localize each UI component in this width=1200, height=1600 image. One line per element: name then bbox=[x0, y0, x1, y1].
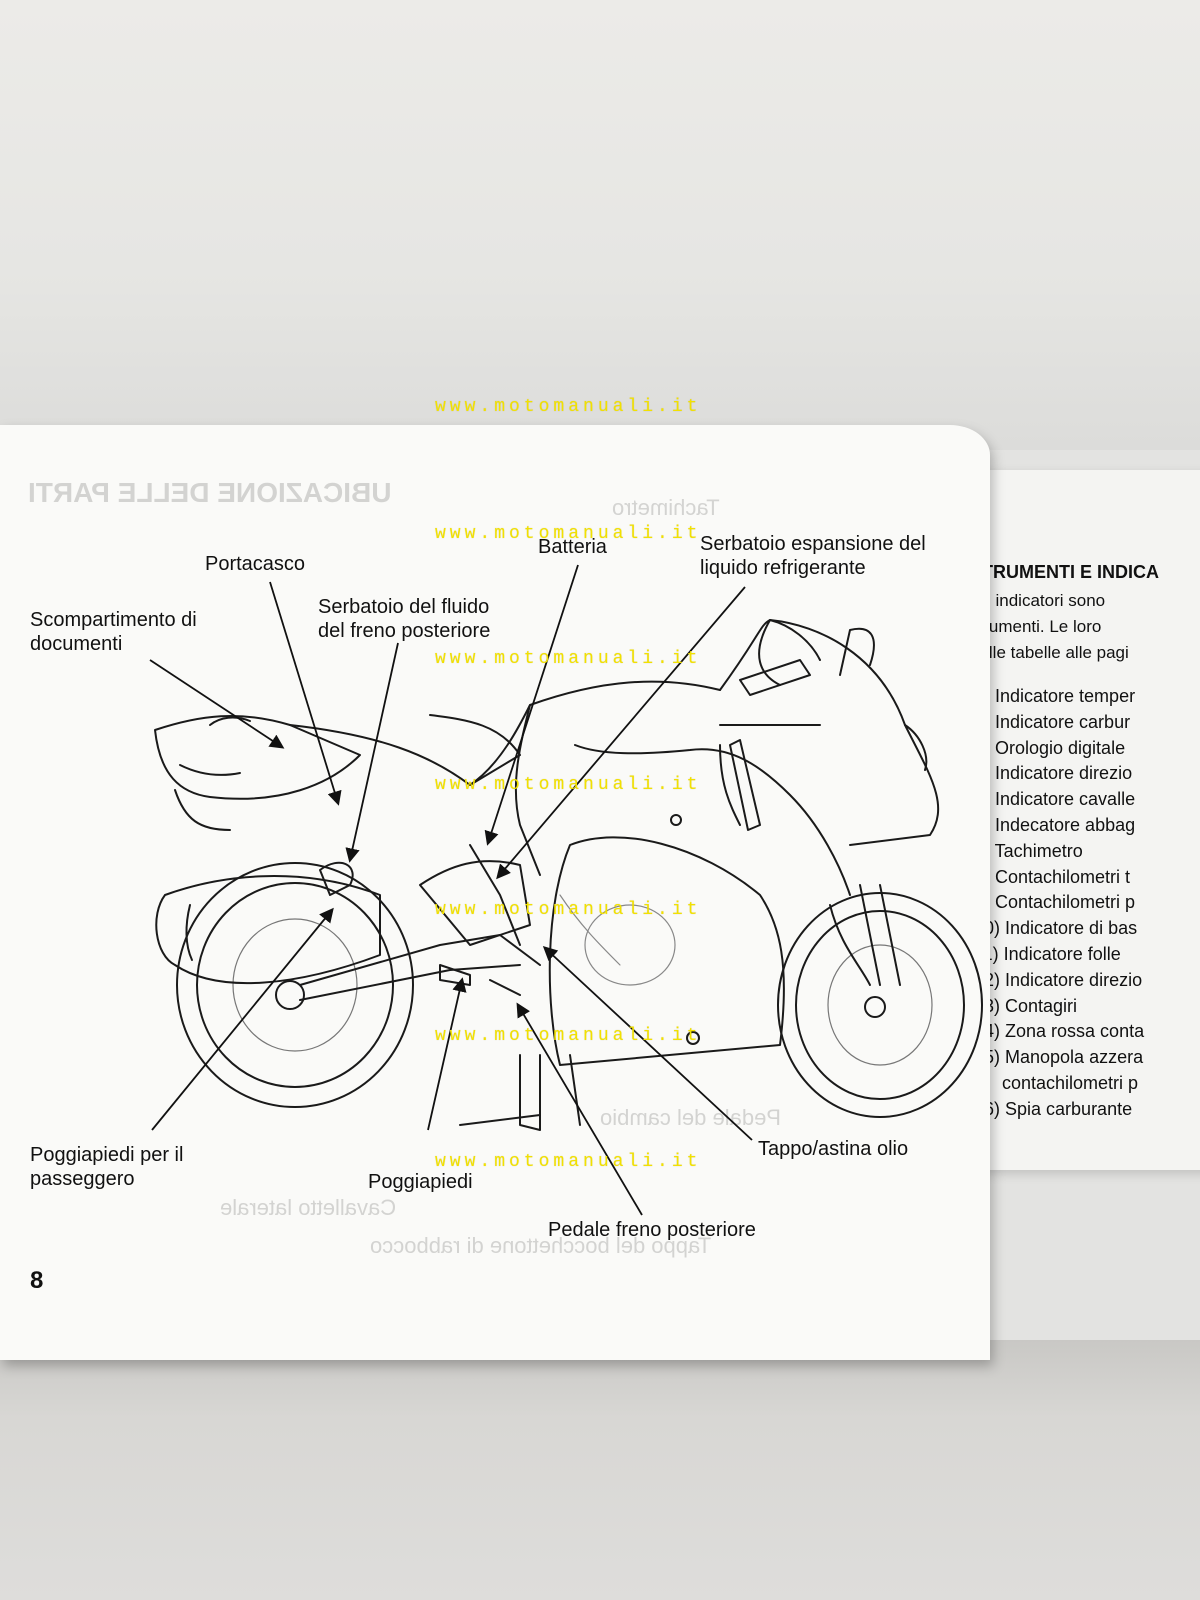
leader-serbatoio-espansione bbox=[496, 586, 746, 880]
paragraph-line: strumenti. Le loro bbox=[970, 617, 1102, 636]
watermark: www.motomanuali.it bbox=[435, 397, 702, 417]
label-poggiapiedi: Poggiapiedi bbox=[368, 1171, 473, 1193]
list-item: (12) Indicatore direzio bbox=[968, 969, 1143, 990]
manual-page: UBICAZIONE DELLE PARTI Tachimetro Pedale… bbox=[0, 425, 990, 1360]
list-item: (4) Indicatore direzio bbox=[968, 763, 1133, 784]
leader-batteria bbox=[484, 564, 579, 846]
label-serbatoio-freno: Serbatoio del fluido del freno posterior… bbox=[318, 596, 491, 642]
fuel-tank bbox=[469, 680, 721, 786]
leader-tappo-astina bbox=[542, 946, 753, 1141]
label-portacasco: Portacasco bbox=[205, 553, 306, 575]
page-number: 8 bbox=[30, 1267, 44, 1294]
right-page-title: STRUMENTI E INDICA bbox=[970, 562, 1159, 582]
front-wheel bbox=[777, 892, 983, 1118]
list-item: (6) Indecatore abbag bbox=[968, 814, 1136, 835]
leader-serbatoio-freno bbox=[345, 642, 399, 863]
list-item: (2) Indicatore carbur bbox=[968, 711, 1131, 732]
list-item: (13) Contagiri bbox=[968, 995, 1078, 1016]
watermark: www.motomanuali.it bbox=[435, 900, 702, 920]
label-poggiapiedi-passeggero: Poggiapiedi per il passeggero bbox=[30, 1144, 184, 1190]
list-item: (14) Zona rossa conta bbox=[968, 1021, 1145, 1042]
right-page-paragraph: Gli indicatori sono strumenti. Le loro n… bbox=[970, 588, 1200, 666]
list-item: (5) Indicatore cavalle bbox=[968, 789, 1136, 810]
list-item: (9) Contachilometri p bbox=[968, 892, 1136, 913]
motorcycle-drawing bbox=[149, 564, 983, 1216]
instrument-list: (1) Indicatore temper (2) Indicatore car… bbox=[968, 684, 1144, 1123]
exhaust bbox=[155, 875, 381, 985]
watermark: www.motomanuali.it bbox=[435, 649, 702, 669]
watermark: www.motomanuali.it bbox=[435, 1026, 702, 1046]
leader-portacasco bbox=[269, 581, 342, 806]
list-item: (3) Orologio digitale bbox=[968, 737, 1126, 758]
paragraph-line: nelle tabelle alle pagi bbox=[970, 643, 1129, 662]
label-serbatoio-espansione: Serbatoio espansione del liquido refrige… bbox=[700, 533, 926, 579]
list-item: (16) Spia carburante bbox=[968, 1098, 1133, 1119]
right-page: STRUMENTI E INDICA Gli indicatori sono s… bbox=[960, 470, 1200, 1170]
watermark: www.motomanuali.it bbox=[435, 1152, 702, 1172]
leader-scompartimento bbox=[149, 659, 285, 749]
front-fairing bbox=[719, 619, 940, 846]
list-item: (11) Indicatore folle bbox=[968, 943, 1121, 964]
list-item: (15) Manopola azzera bbox=[968, 1047, 1144, 1068]
label-scompartimento: Scompartimento di documenti bbox=[30, 609, 197, 655]
watermark: www.motomanuali.it bbox=[435, 775, 702, 795]
label-pedale-freno: Pedale freno posteriore bbox=[548, 1219, 756, 1241]
list-item: (7) Tachimetro bbox=[968, 840, 1083, 861]
leader-poggiapiedi bbox=[427, 977, 467, 1131]
list-item: contachilometri p bbox=[1002, 1072, 1139, 1093]
list-item: (1) Indicatore temper bbox=[968, 686, 1136, 706]
paragraph-line: Gli indicatori sono bbox=[970, 591, 1106, 610]
list-item: (10) Indicatore di bas bbox=[968, 918, 1138, 939]
list-item: (8) Contachilometri t bbox=[968, 866, 1131, 887]
leader-poggiapiedi-passeggero bbox=[151, 907, 334, 1131]
watermark: www.motomanuali.it bbox=[435, 524, 702, 544]
leader-pedale-freno bbox=[516, 1002, 643, 1216]
table-surface-top bbox=[0, 0, 1200, 450]
rear-wheel bbox=[176, 862, 414, 1108]
tail-section bbox=[154, 714, 361, 800]
label-tappo-astina: Tappo/astina olio bbox=[758, 1138, 909, 1160]
label-batteria: Batteria bbox=[538, 536, 607, 558]
table-surface-bottom bbox=[0, 1340, 1200, 1600]
